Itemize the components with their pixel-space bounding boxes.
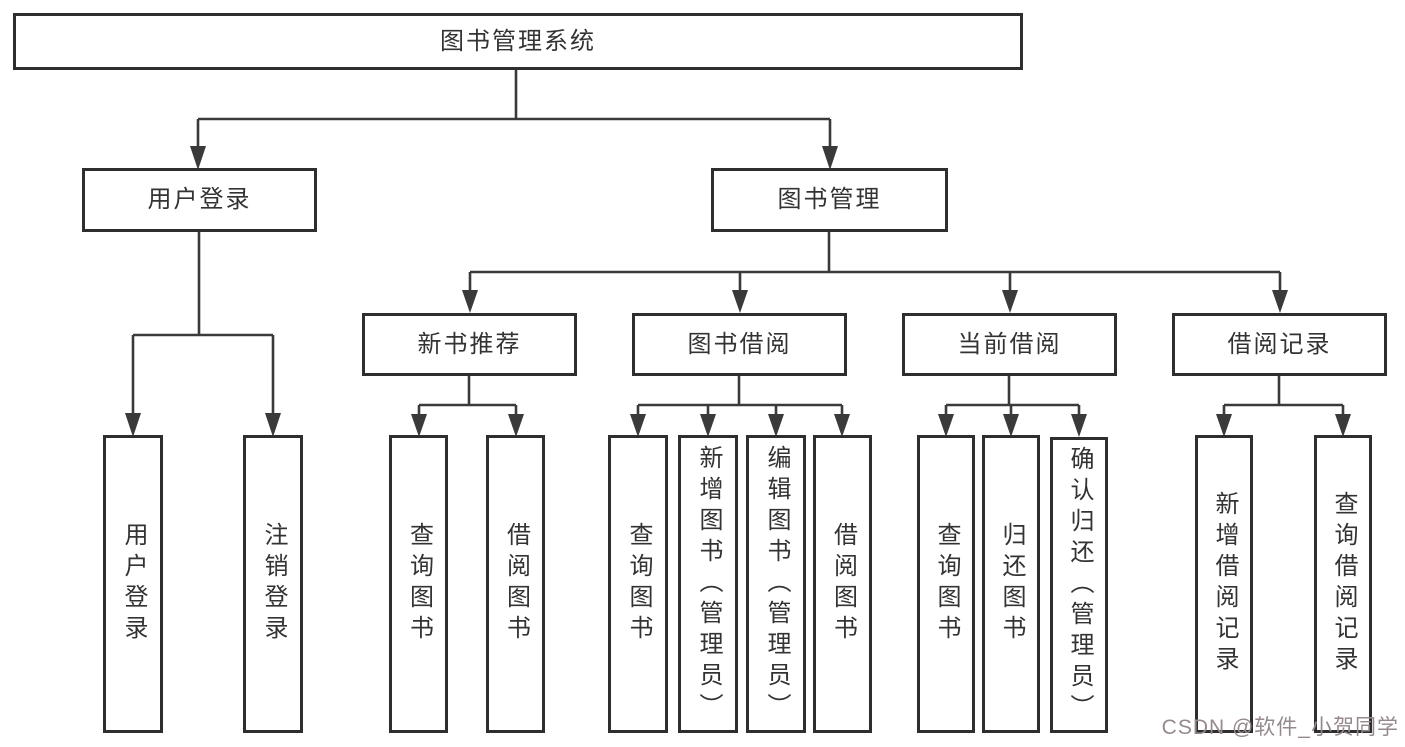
node-label: 借阅记录 bbox=[1227, 330, 1332, 358]
leaf-logout: 注销登录 bbox=[243, 435, 303, 733]
leaf-query-books-1: 查询图书 bbox=[389, 435, 448, 733]
node-new-book-recommendation: 新书推荐 bbox=[362, 313, 577, 376]
node-label: 当前借阅 bbox=[957, 330, 1062, 358]
leaf-label: 新增借阅记录 bbox=[1211, 491, 1238, 677]
leaf-query-books-2: 查询图书 bbox=[608, 435, 668, 733]
node-book-borrowing: 图书借阅 bbox=[632, 313, 847, 376]
node-label: 图书借阅 bbox=[687, 330, 792, 358]
node-borrowing-records: 借阅记录 bbox=[1172, 313, 1387, 376]
leaf-label: 编辑图书（管理员） bbox=[763, 444, 790, 724]
leaf-label: 查询借阅记录 bbox=[1330, 491, 1357, 677]
leaf-add-borrow-record: 新增借阅记录 bbox=[1195, 435, 1253, 733]
leaf-label: 注销登录 bbox=[260, 522, 287, 646]
csdn-watermark: CSDN @软件_小贺同学 bbox=[1161, 716, 1399, 739]
leaf-edit-books-admin: 编辑图书（管理员） bbox=[746, 435, 806, 733]
leaf-borrow-books-1: 借阅图书 bbox=[486, 435, 545, 733]
node-user-login-branch: 用户登录 bbox=[82, 168, 317, 232]
node-label: 用户登录 bbox=[147, 186, 252, 213]
leaf-return-books: 归还图书 bbox=[982, 435, 1040, 733]
node-label: 新书推荐 bbox=[417, 330, 522, 358]
node-label: 图书管理系统 bbox=[440, 27, 596, 55]
leaf-label: 查询图书 bbox=[933, 522, 960, 646]
node-current-borrowing: 当前借阅 bbox=[902, 313, 1117, 376]
leaf-label: 用户登录 bbox=[120, 522, 147, 646]
leaf-user-login: 用户登录 bbox=[103, 435, 163, 733]
leaf-label: 确认归还（管理员） bbox=[1066, 445, 1093, 725]
leaf-borrow-books-2: 借阅图书 bbox=[813, 435, 872, 733]
leaf-query-borrow-record: 查询借阅记录 bbox=[1314, 435, 1372, 733]
leaf-label: 借阅图书 bbox=[829, 522, 857, 646]
node-book-management-branch: 图书管理 bbox=[711, 168, 948, 232]
leaf-label: 借阅图书 bbox=[502, 522, 530, 646]
leaf-label: 查询图书 bbox=[625, 522, 652, 646]
leaf-label: 归还图书 bbox=[998, 522, 1025, 646]
node-library-management-system: 图书管理系统 bbox=[13, 13, 1023, 70]
leaf-query-books-3: 查询图书 bbox=[917, 435, 975, 733]
leaf-add-books-admin: 新增图书（管理员） bbox=[678, 435, 738, 733]
leaf-label: 查询图书 bbox=[405, 522, 433, 646]
node-label: 图书管理 bbox=[777, 186, 882, 213]
leaf-confirm-return-admin: 确认归还（管理员） bbox=[1050, 437, 1108, 733]
leaf-label: 新增图书（管理员） bbox=[695, 444, 722, 724]
